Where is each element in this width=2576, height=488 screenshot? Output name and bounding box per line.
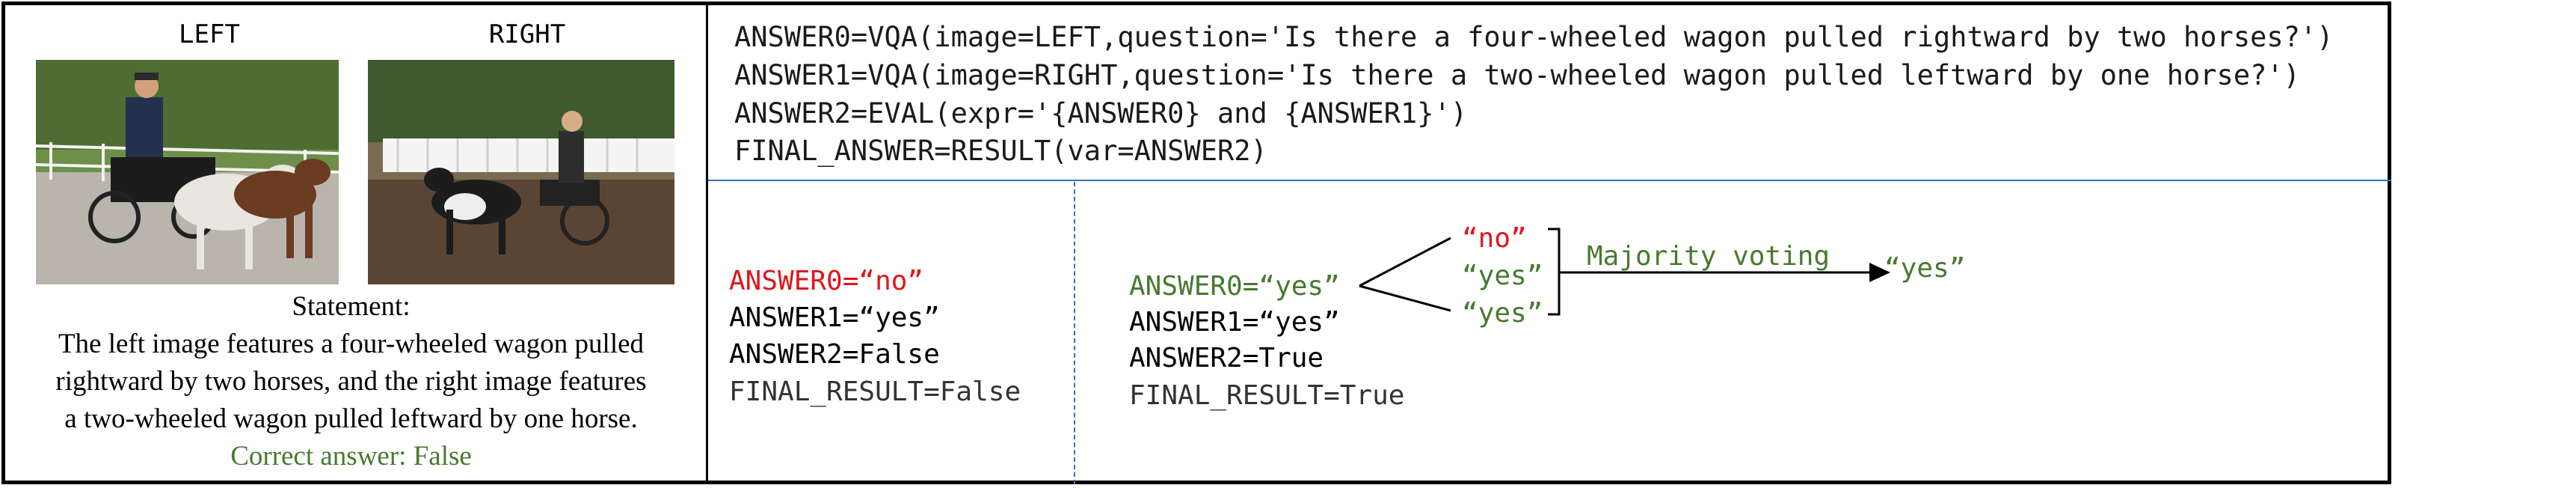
single-answer1: ANSWER1=“yes” [729, 302, 940, 333]
program-line-3: ANSWER2=EVAL(expr='{ANSWER0} and {ANSWER… [734, 97, 1468, 129]
statement-line-3: a two-wheeled wagon pulled leftward by o… [64, 403, 638, 434]
sample-answer-2: “yes” [1462, 260, 1543, 291]
voting-answer2: ANSWER2=True [1129, 343, 1324, 373]
single-answer2: ANSWER2=False [729, 339, 940, 370]
statement-line-2: rightward by two horses, and the right i… [55, 366, 647, 397]
sample-answer-3: “yes” [1462, 298, 1543, 329]
program-line-2: ANSWER1=VQA(image=RIGHT,question='Is the… [734, 59, 2300, 91]
statement-line-1: The left image features a four-wheeled w… [58, 329, 645, 359]
right-image [368, 60, 674, 284]
voting-answer1: ANSWER1=“yes” [1129, 307, 1340, 338]
right-image-label: RIGHT [488, 19, 566, 49]
majority-voting-label: Majority voting [1587, 241, 1830, 272]
statement-heading: Statement: [292, 291, 411, 322]
program-line-4: FINAL_ANSWER=RESULT(var=ANSWER2) [734, 135, 1267, 167]
left-image [36, 60, 339, 284]
left-image-label: LEFT [179, 19, 240, 49]
program-results-divider [708, 180, 2391, 181]
results-dashed-divider [1074, 182, 1075, 484]
voting-answer0: ANSWER0=“yes” [1129, 271, 1340, 302]
voting-arrow-head [1869, 263, 1890, 282]
left-image-drawing [36, 60, 339, 284]
single-final-result: FINAL_RESULT=False [729, 376, 1021, 407]
sample-bracket [1548, 228, 1561, 316]
panel-divider [706, 1, 708, 484]
branch-line-upper [1359, 237, 1451, 287]
program-line-1: ANSWER0=VQA(image=LEFT,question='Is ther… [734, 21, 2334, 53]
branch-line-lower [1359, 284, 1451, 312]
voting-final-result: FINAL_RESULT=True [1129, 380, 1405, 411]
sample-answer-1: “no” [1462, 223, 1527, 254]
right-image-drawing [368, 60, 674, 284]
correct-answer: Correct answer: False [230, 441, 472, 472]
outer-frame [1, 1, 2391, 484]
single-answer0: ANSWER0=“no” [729, 266, 924, 296]
voted-answer: “yes” [1884, 253, 1966, 284]
